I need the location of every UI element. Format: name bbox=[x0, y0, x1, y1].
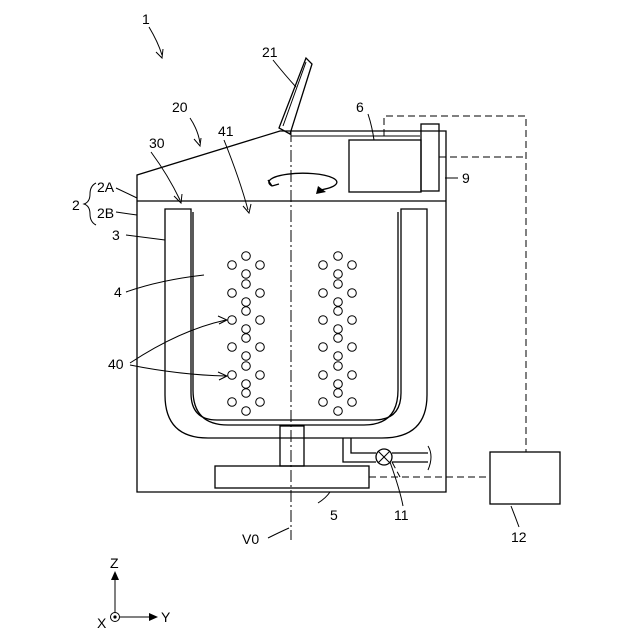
label-lid: 21 bbox=[262, 44, 278, 60]
label-valve: 11 bbox=[394, 507, 409, 523]
label-control-unit: 12 bbox=[511, 529, 527, 545]
perforation-hole bbox=[334, 389, 343, 398]
label-axis-x: X bbox=[97, 615, 107, 631]
perforation-hole bbox=[348, 261, 357, 270]
perforation-hole bbox=[334, 298, 343, 307]
perforation-hole bbox=[348, 316, 357, 325]
control-unit-box bbox=[490, 452, 560, 504]
perforation-hole bbox=[334, 334, 343, 343]
label-cabinet-lower: 2B bbox=[97, 205, 114, 221]
perforation-hole bbox=[348, 289, 357, 298]
label-tub-opening: 41 bbox=[218, 123, 234, 139]
label-cabinet: 2 bbox=[72, 197, 80, 213]
perforation-hole bbox=[242, 280, 251, 289]
label-lid-unit: 9 bbox=[462, 170, 470, 186]
label-inner-tub: 4 bbox=[114, 284, 122, 300]
perforation-hole bbox=[319, 371, 328, 380]
label-cabinet-upper: 2A bbox=[97, 179, 115, 195]
lid bbox=[279, 58, 312, 134]
perforation-hole bbox=[348, 343, 357, 352]
label-motor: 5 bbox=[330, 507, 338, 523]
perforation-hole bbox=[319, 398, 328, 407]
perforation-hole bbox=[228, 261, 237, 270]
valve-icon bbox=[376, 449, 392, 465]
perforation-hole bbox=[242, 298, 251, 307]
controller-box bbox=[349, 140, 421, 192]
drive-shaft bbox=[280, 426, 304, 466]
perforation-hole bbox=[334, 252, 343, 261]
perforation-hole bbox=[228, 316, 237, 325]
perforation-hole bbox=[228, 343, 237, 352]
perforation-hole bbox=[256, 398, 265, 407]
perforation-hole bbox=[348, 398, 357, 407]
perforation-hole bbox=[242, 334, 251, 343]
motor bbox=[215, 466, 369, 488]
label-axis-y: Y bbox=[161, 609, 171, 625]
perforation-hole bbox=[334, 280, 343, 289]
perforations bbox=[228, 252, 357, 416]
perforation-hole bbox=[228, 398, 237, 407]
perforation-hole bbox=[242, 307, 251, 316]
perforation-hole bbox=[319, 261, 328, 270]
perforation-hole bbox=[242, 352, 251, 361]
label-top-panel: 20 bbox=[172, 99, 188, 115]
rotation-arrow-icon bbox=[268, 173, 337, 194]
perforation-hole bbox=[334, 325, 343, 334]
perforation-hole bbox=[319, 343, 328, 352]
perforation-hole bbox=[242, 362, 251, 371]
leader-lines bbox=[84, 27, 519, 538]
label-outer-tub: 3 bbox=[112, 227, 120, 243]
label-perforations: 40 bbox=[108, 356, 124, 372]
perforation-hole bbox=[256, 289, 265, 298]
lid-unit-box bbox=[421, 124, 439, 191]
perforation-hole bbox=[334, 362, 343, 371]
label-axis-z: Z bbox=[110, 555, 119, 571]
perforation-hole bbox=[348, 371, 357, 380]
perforation-hole bbox=[334, 407, 343, 416]
perforation-hole bbox=[256, 371, 265, 380]
perforation-hole bbox=[256, 343, 265, 352]
perforation-hole bbox=[334, 352, 343, 361]
label-controller-box: 6 bbox=[356, 99, 364, 115]
perforation-hole bbox=[228, 371, 237, 380]
outer-tub bbox=[165, 209, 427, 438]
perforation-hole bbox=[256, 261, 265, 270]
label-axis: V0 bbox=[242, 531, 259, 547]
coordinate-axes bbox=[111, 571, 159, 622]
perforation-hole bbox=[242, 325, 251, 334]
perforation-hole bbox=[242, 407, 251, 416]
perforation-hole bbox=[334, 307, 343, 316]
perforation-hole bbox=[242, 270, 251, 279]
perforation-hole bbox=[256, 316, 265, 325]
perforation-hole bbox=[319, 316, 328, 325]
perforation-hole bbox=[242, 252, 251, 261]
perforation-hole bbox=[334, 270, 343, 279]
label-washer: 1 bbox=[142, 11, 150, 27]
perforation-hole bbox=[334, 380, 343, 389]
perforation-hole bbox=[228, 289, 237, 298]
wiring bbox=[369, 116, 526, 477]
label-opening: 30 bbox=[149, 135, 165, 151]
perforation-hole bbox=[319, 289, 328, 298]
perforation-hole bbox=[242, 389, 251, 398]
perforation-hole bbox=[242, 380, 251, 389]
